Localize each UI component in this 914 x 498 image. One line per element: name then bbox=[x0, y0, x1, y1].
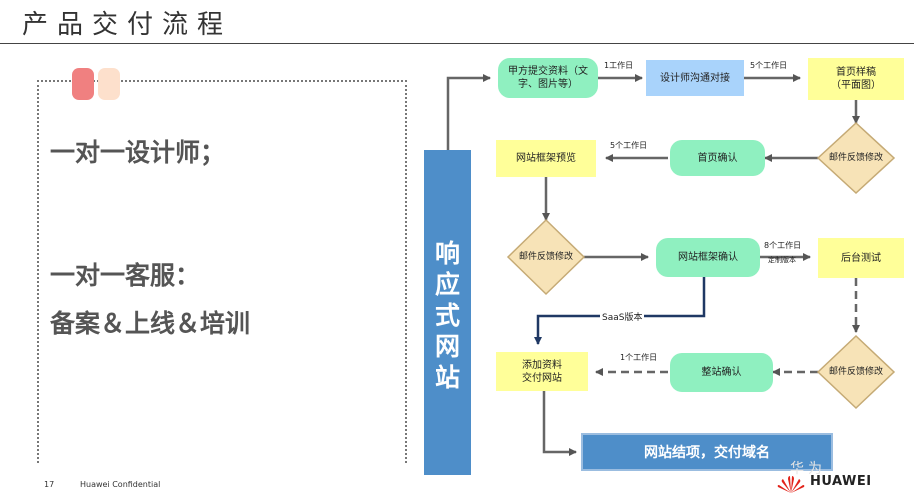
node-backend-test bbox=[818, 238, 904, 278]
edge-label-8-days: 8个工作日 bbox=[764, 241, 802, 250]
left-panel bbox=[37, 80, 407, 463]
page-number: 17 bbox=[44, 480, 55, 489]
confidential-note: Huawei Confidential bbox=[80, 480, 161, 489]
left-line-designer: 一对一设计师； bbox=[50, 138, 226, 167]
node-final-label: 网站结项，交付域名 bbox=[644, 445, 770, 461]
node-homepage-confirm bbox=[670, 140, 765, 176]
arrow-add-data-to-final bbox=[542, 391, 577, 456]
node-feedback-2 bbox=[506, 218, 586, 296]
node-site-confirm bbox=[670, 353, 773, 392]
node-framework-preview bbox=[496, 140, 596, 177]
edge-label-custom-version: 定制版本 bbox=[768, 256, 796, 264]
node-submit-materials bbox=[498, 58, 598, 98]
node-final bbox=[581, 433, 833, 471]
brand-wordmark: HUAWEI bbox=[810, 474, 872, 489]
node-homepage-draft bbox=[808, 58, 904, 100]
node-feedback-3 bbox=[816, 334, 896, 410]
edge-label-1-day-b: 1个工作日 bbox=[620, 353, 658, 362]
left-line-service: 一对一客服： bbox=[50, 261, 201, 290]
decorative-pill-peach bbox=[98, 68, 120, 100]
title-divider bbox=[0, 43, 914, 44]
node-framework-confirm bbox=[656, 238, 760, 277]
decorative-pill-red bbox=[72, 68, 94, 100]
arrow-bar-to-submit bbox=[446, 74, 491, 150]
watermark: 华为 bbox=[790, 461, 826, 477]
page-title: 产品交付流程 bbox=[22, 10, 233, 40]
responsive-site-label: 响 应 式 网 站 bbox=[434, 239, 460, 392]
edge-label-5-days-a: 5个工作日 bbox=[750, 61, 788, 70]
edge-label-1-day: 1工作日 bbox=[604, 61, 634, 70]
left-line-filing: 备案＆上线＆培训 bbox=[50, 309, 251, 338]
node-feedback-1 bbox=[816, 121, 896, 195]
edge-label-saas-version: SaaS版本 bbox=[600, 310, 645, 323]
node-designer-contact bbox=[646, 60, 744, 96]
responsive-site-bar: 响 应 式 网 站 bbox=[424, 150, 471, 475]
node-add-data bbox=[496, 352, 588, 391]
edge-label-5-days-b: 5个工作日 bbox=[610, 141, 648, 150]
huawei-logo-icon bbox=[777, 476, 805, 493]
